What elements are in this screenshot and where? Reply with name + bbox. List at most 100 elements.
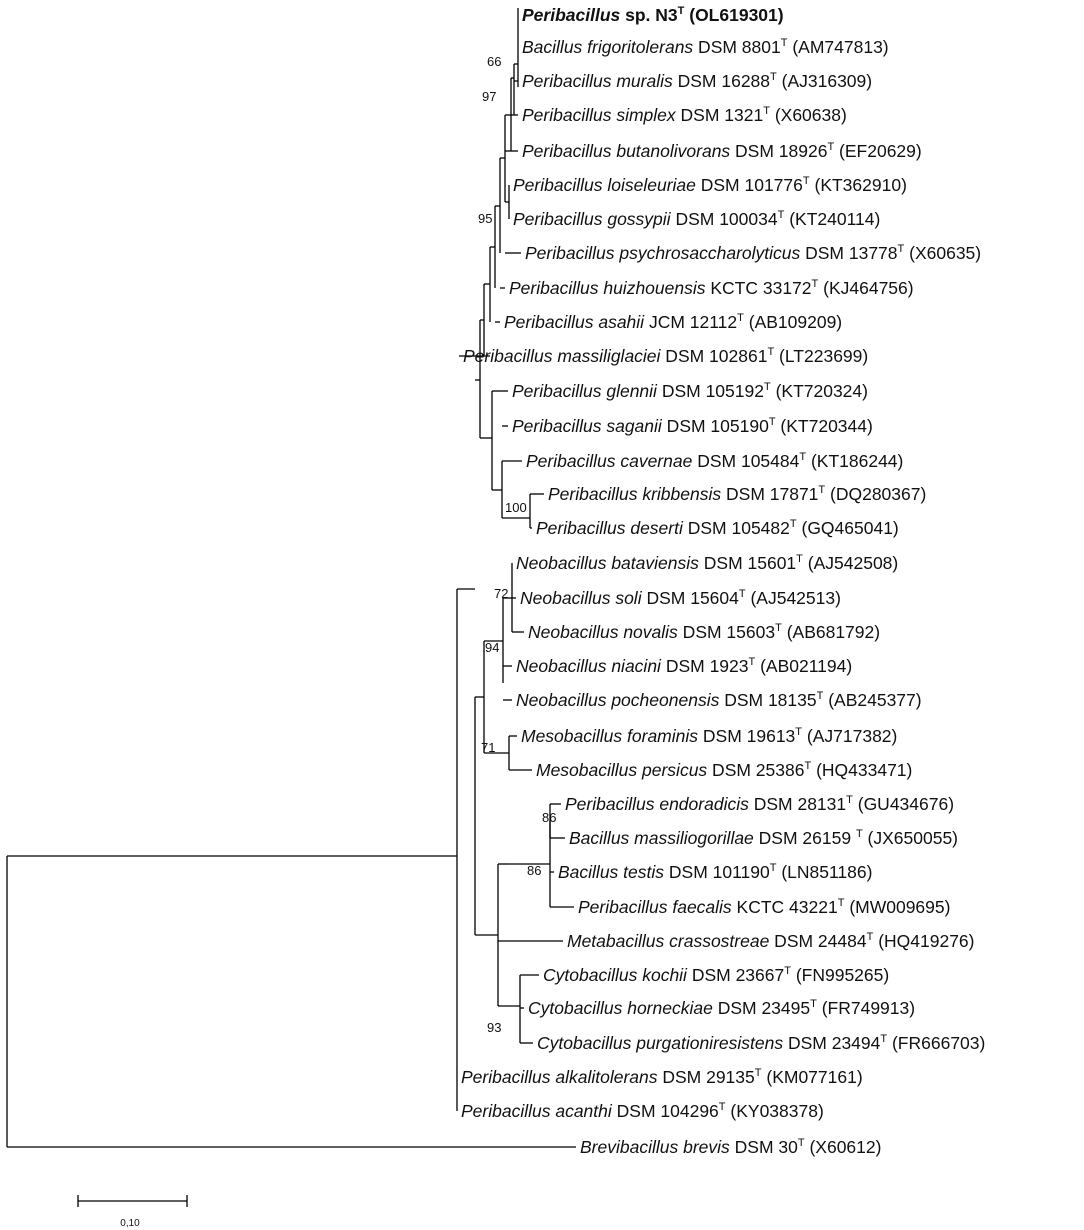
taxon-strain: DSM 26159 (754, 828, 856, 848)
taxon-label: Peribacillus kribbensis DSM 17871T (DQ28… (548, 484, 926, 504)
taxon-species-name: Peribacillus (522, 5, 621, 25)
taxon-species-name: Bacillus testis (558, 862, 664, 882)
bootstrap-value: 94 (485, 640, 499, 655)
taxon-accession: (KT240114) (784, 209, 880, 229)
type-strain-superscript: T (795, 726, 802, 738)
taxon-accession: (AB245377) (823, 690, 921, 710)
type-strain-superscript: T (770, 862, 777, 874)
taxon-strain: JCM 12112 (644, 312, 737, 332)
taxon-accession: (KM077161) (762, 1067, 863, 1087)
taxon-strain: DSM 105482 (683, 518, 790, 538)
tree-branches (6, 8, 576, 1148)
taxon-accession: (EF20629) (834, 141, 922, 161)
taxon-species-name: Peribacillus glennii (512, 381, 658, 401)
taxon-strain: DSM 24484 (769, 931, 867, 951)
taxon-label: Neobacillus novalis DSM 15603T (AB681792… (528, 622, 880, 642)
taxon-accession: (OL619301) (684, 5, 783, 25)
taxon-label: Peribacillus butanolivorans DSM 18926T (… (522, 141, 922, 161)
taxon-species-name: Mesobacillus foraminis (521, 726, 698, 746)
taxon-accession: (AJ542513) (746, 588, 841, 608)
scale-bar-label: 0,10 (120, 1218, 140, 1229)
taxon-label: Cytobacillus horneckiae DSM 23495T (FR74… (528, 998, 915, 1018)
type-strain-superscript: T (749, 656, 756, 668)
taxon-species-name: Peribacillus kribbensis (548, 484, 721, 504)
taxon-strain: DSM 23667 (687, 965, 784, 985)
type-strain-superscript: T (798, 1137, 805, 1149)
taxon-species-name: Peribacillus acanthi (461, 1101, 613, 1121)
taxon-species-name: Cytobacillus horneckiae (528, 998, 713, 1018)
type-strain-superscript: T (817, 690, 824, 702)
taxon-strain: DSM 101190 (664, 862, 770, 882)
taxon-strain: DSM 17871 (721, 484, 818, 504)
taxon-species-name: Peribacillus simplex (522, 105, 677, 125)
taxon-strain: DSM 105192 (657, 381, 764, 401)
type-strain-superscript: T (719, 1101, 726, 1113)
bootstrap-value: 72 (494, 586, 508, 601)
taxon-accession: (GU434676) (853, 794, 954, 814)
type-strain-superscript: T (764, 381, 771, 393)
type-strain-superscript: T (799, 451, 806, 463)
taxon-accession: (DQ280367) (825, 484, 926, 504)
taxon-strain: DSM 1321 (676, 105, 764, 125)
taxon-accession: (LN851186) (776, 862, 872, 882)
taxon-label: Peribacillus cavernae DSM 105484T (KT186… (526, 451, 903, 471)
taxon-label: Peribacillus faecalis KCTC 43221T (MW009… (578, 897, 950, 917)
type-strain-superscript: T (763, 105, 770, 117)
taxon-label: Metabacillus crassostreae DSM 24484T (HQ… (567, 931, 975, 951)
taxon-strain: DSM 101776 (696, 175, 803, 195)
taxon-accession: (AB681792) (782, 622, 880, 642)
taxon-accession: (LT223699) (774, 346, 868, 366)
taxon-species-name: Brevibacillus brevis (580, 1137, 730, 1157)
taxon-label: Peribacillus glennii DSM 105192T (KT7203… (512, 381, 868, 401)
taxon-strain: DSM 23494 (783, 1033, 881, 1053)
taxon-species-name: Peribacillus alkalitolerans (461, 1067, 658, 1087)
taxon-accession: (AB021194) (755, 656, 852, 676)
taxon-label: Neobacillus niacini DSM 1923T (AB021194) (516, 656, 852, 676)
bootstrap-value: 86 (542, 810, 556, 825)
taxon-label: Brevibacillus brevis DSM 30T (X60612) (580, 1137, 881, 1157)
taxon-strain: DSM 28131 (749, 794, 846, 814)
taxon-accession: (AJ717382) (802, 726, 897, 746)
bootstrap-value: 86 (527, 863, 541, 878)
taxon-species-name: Peribacillus faecalis (578, 897, 732, 917)
taxon-species-name: Metabacillus crassostreae (567, 931, 770, 951)
taxon-species-name: Bacillus frigoritolerans (522, 37, 693, 57)
taxon-species-name: Neobacillus niacini (516, 656, 662, 676)
taxon-accession: (X60635) (904, 243, 981, 263)
taxon-strain: KCTC 43221 (732, 897, 838, 917)
taxon-accession: (X60612) (805, 1137, 882, 1157)
taxon-species-name: Peribacillus massiliglaciei (463, 346, 662, 366)
taxon-accession: (AJ542508) (803, 553, 898, 573)
taxon-species-name: Peribacillus saganii (512, 416, 663, 436)
scale-bar: 0,10 (77, 1195, 188, 1229)
taxon-label: Cytobacillus purgationiresistens DSM 234… (537, 1033, 985, 1053)
taxon-accession: (AJ316309) (777, 71, 872, 91)
taxon-species-name: Peribacillus deserti (536, 518, 684, 538)
taxon-label: Peribacillus deserti DSM 105482T (GQ4650… (536, 518, 899, 538)
taxon-label: Peribacillus alkalitolerans DSM 29135T (… (461, 1067, 863, 1087)
taxon-strain: DSM 19613 (698, 726, 795, 746)
taxon-species-name: Mesobacillus persicus (536, 760, 707, 780)
taxon-label: Peribacillus massiliglaciei DSM 102861T … (463, 346, 868, 366)
taxon-label: Peribacillus acanthi DSM 104296T (KY0383… (461, 1101, 824, 1121)
type-strain-superscript: T (880, 1033, 887, 1045)
taxon-accession: (KT186244) (806, 451, 903, 471)
type-strain-superscript: T (775, 622, 782, 634)
taxon-strain: DSM 29135 (657, 1067, 754, 1087)
taxon-label: Mesobacillus persicus DSM 25386T (HQ4334… (536, 760, 912, 780)
taxon-species-name: Peribacillus endoradicis (565, 794, 749, 814)
taxon-label: Peribacillus simplex DSM 1321T (X60638) (522, 105, 847, 125)
taxon-strain: DSM 105190 (662, 416, 769, 436)
taxon-strain: DSM 15603 (678, 622, 775, 642)
taxon-species-name: Peribacillus gossypii (513, 209, 672, 229)
taxon-label: Peribacillus psychrosaccharolyticus DSM … (525, 243, 981, 263)
type-strain-superscript: T (781, 37, 788, 49)
taxon-label: Peribacillus huizhouensis KCTC 33172T (K… (509, 278, 914, 298)
taxon-label: Peribacillus muralis DSM 16288T (AJ31630… (522, 71, 872, 91)
taxon-accession: (KJ464756) (818, 278, 913, 298)
taxon-accession: (AM747813) (787, 37, 888, 57)
type-strain-superscript: T (678, 5, 685, 17)
taxon-strain: DSM 105484 (692, 451, 799, 471)
type-strain-superscript: T (810, 998, 817, 1010)
